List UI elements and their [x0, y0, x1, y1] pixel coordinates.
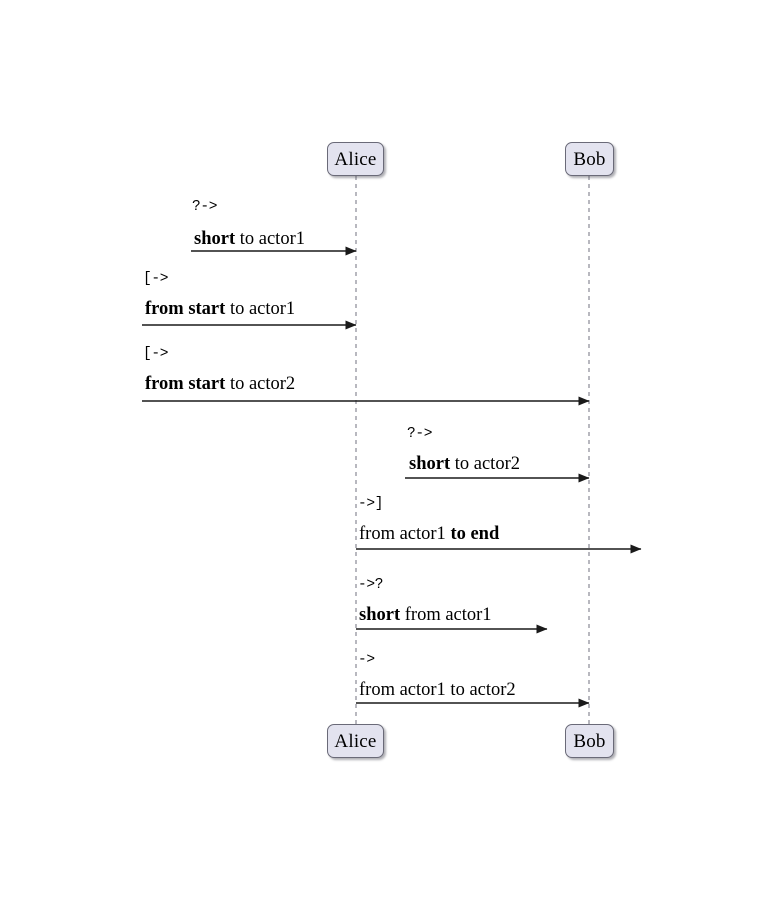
message-label-part: from start: [145, 299, 226, 319]
actor-label-bob: Bob: [573, 730, 606, 752]
actor-box-alice-top[interactable]: Alice: [327, 142, 384, 176]
message-label-4: short to actor2: [409, 454, 520, 475]
message-label-part: from start: [145, 374, 226, 394]
message-syntax-tag-7: ->: [358, 652, 375, 668]
message-syntax-tag-4: ?->: [407, 426, 433, 442]
message-label-part: from actor1: [359, 524, 451, 544]
message-label-2: from start to actor1: [145, 299, 296, 320]
message-label-3: from start to actor2: [145, 374, 296, 395]
message-label-part: to actor1: [225, 299, 296, 319]
message-label-1: short to actor1: [194, 229, 305, 250]
message-label-part: to actor2: [225, 374, 296, 394]
message-label-part: short: [409, 454, 451, 474]
actor-label-bob: Bob: [573, 148, 606, 170]
message-syntax-tag-5: ->]: [358, 496, 384, 512]
actor-box-bob-top[interactable]: Bob: [565, 142, 614, 176]
message-label-7: from actor1 to actor2: [359, 680, 516, 701]
message-syntax-tag-6: ->?: [358, 577, 384, 593]
message-label-part: to end: [450, 524, 500, 544]
message-syntax-tag-1: ?->: [192, 199, 218, 215]
message-label-6: short from actor1: [359, 605, 492, 626]
lifelines-group: [355, 176, 590, 724]
message-syntax-tag-2: [->: [143, 271, 169, 287]
message-arrows-group: [142, 246, 642, 708]
actor-box-alice-bottom[interactable]: Alice: [327, 724, 384, 758]
message-label-part: to actor1: [235, 229, 305, 249]
message-label-part: from actor1 to actor2: [359, 680, 516, 700]
actor-label-alice: Alice: [334, 730, 377, 752]
message-label-part: to actor2: [450, 454, 520, 474]
actor-label-alice: Alice: [334, 148, 377, 170]
actor-box-bob-bottom[interactable]: Bob: [565, 724, 614, 758]
message-syntax-tag-3: [->: [143, 346, 169, 362]
message-label-part: short: [359, 605, 401, 625]
message-label-5: from actor1 to end: [359, 524, 500, 545]
message-label-part: short: [194, 229, 236, 249]
message-label-part: from actor1: [400, 605, 492, 625]
